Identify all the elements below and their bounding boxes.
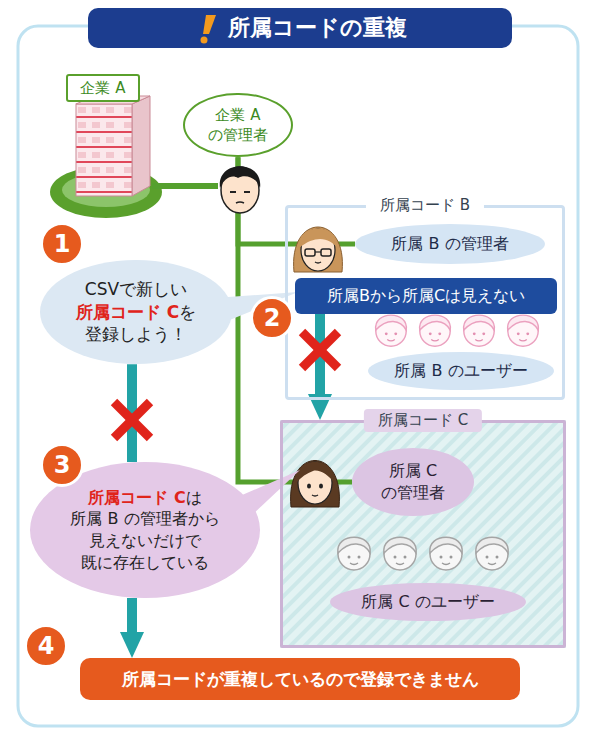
text-block: 企業 A の管理者 [202, 105, 274, 146]
company-tag: 企業 A [66, 74, 140, 102]
users-label: 所属 B のユーザー [368, 352, 554, 390]
company-link [152, 183, 218, 189]
text-line: 所属コード Cは [56, 487, 234, 509]
node-text: 所属コード C [76, 302, 179, 322]
text-block: 所属コード Cは所属 B の管理者から 見えないだけで 既に存在している [56, 487, 234, 573]
speech-bubble: CSVで新しい所属コード Cを登録しよう！ [40, 260, 232, 364]
admin-c-figure [291, 461, 340, 508]
node-text: CSVで新しい [85, 279, 187, 299]
region-ground [285, 205, 565, 400]
region-heading: 所属コード C [364, 409, 482, 432]
text-line: 所属Bから所属Cは見えない [327, 285, 525, 307]
cross-mark [302, 332, 338, 368]
text-line: 所属 C の管理者 [375, 460, 451, 503]
outer-frame [18, 26, 578, 726]
node-text: を [179, 302, 196, 322]
node-text: 所属 C の管理者 [381, 461, 445, 502]
text-line: 所属 B の管理者 [391, 233, 508, 255]
callout-number: 2 [250, 296, 294, 340]
warning-icon [201, 15, 217, 44]
node-text: 所属Bから所属Cは見えない [327, 286, 525, 305]
node-text: 企業 A の管理者 [208, 106, 268, 144]
text-line: 所属 C のユーザー [361, 591, 494, 613]
text-line: 企業 A の管理者 [202, 105, 274, 146]
admin-label: 企業 A の管理者 [183, 93, 293, 158]
admin-label: 所属 B の管理者 [355, 224, 545, 264]
node-text: 所属コードが重複しているので登録できません [122, 669, 479, 689]
node-text: 所属 B の管理者から 見えないだけで 既に存在している [70, 509, 219, 571]
users-label: 所属 C のユーザー [330, 583, 526, 621]
admin-a-figure [220, 166, 260, 213]
text-block: 所属 C のユーザー [361, 591, 494, 613]
node-text: 登録しよう！ [85, 324, 187, 344]
region-hatch [280, 420, 566, 648]
text-block: 所属 B のユーザー [394, 360, 527, 382]
text-block: 所属 C の管理者 [375, 460, 451, 503]
node-text: 企業 A [80, 79, 125, 97]
text-line: 所属 B のユーザー [394, 360, 527, 382]
node-text: 所属コード C [88, 488, 185, 507]
connector [127, 598, 137, 640]
callout-number: 3 [40, 443, 84, 487]
callout-number: 1 [40, 222, 84, 266]
text-line: 所属 B の管理者から 見えないだけで 既に存在している [56, 508, 234, 573]
node-text: 所属 B のユーザー [394, 361, 527, 380]
cross-mark [114, 402, 150, 438]
result-banner: 所属コードが重複しているので登録できません [80, 658, 520, 700]
text-line: 所属コードが重複しているので登録できません [122, 668, 479, 691]
text-line: 企業 A [80, 78, 125, 98]
node-text: 所属 B の管理者 [391, 234, 508, 253]
callout-number: 4 [24, 624, 68, 668]
region-heading: 所属コード B [366, 194, 484, 217]
building [50, 96, 162, 218]
region-box: 所属コード B所属 B の管理者所属Bから所属Cは見えない所属 B のユーザー [285, 205, 565, 400]
text-line: CSVで新しい [76, 278, 196, 301]
notice-banner: 所属Bから所属Cは見えない [295, 278, 557, 314]
text-line: 所属コード Cを [76, 301, 196, 324]
text-line: 登録しよう！ [76, 323, 196, 346]
text-block: CSVで新しい所属コード Cを登録しよう！ [76, 278, 196, 347]
title: 所属コードの重複 [88, 8, 512, 48]
node-text: 所属 C のユーザー [361, 592, 494, 611]
text-block: 所属コードが重複しているので登録できません [122, 668, 479, 691]
region-box: 所属コード C所属 C の管理者所属 C のユーザー [280, 420, 566, 648]
text-block: 所属Bから所属Cは見えない [327, 285, 525, 307]
node-text: は [186, 488, 202, 507]
title-bar [88, 8, 512, 48]
text-block: 企業 A [80, 78, 125, 98]
users-c-figures [338, 537, 508, 570]
admin-b-figure [294, 227, 343, 272]
users-b-figures [376, 315, 539, 346]
admin-label: 所属 C の管理者 [352, 448, 474, 516]
text-block: 所属 B の管理者 [391, 233, 508, 255]
